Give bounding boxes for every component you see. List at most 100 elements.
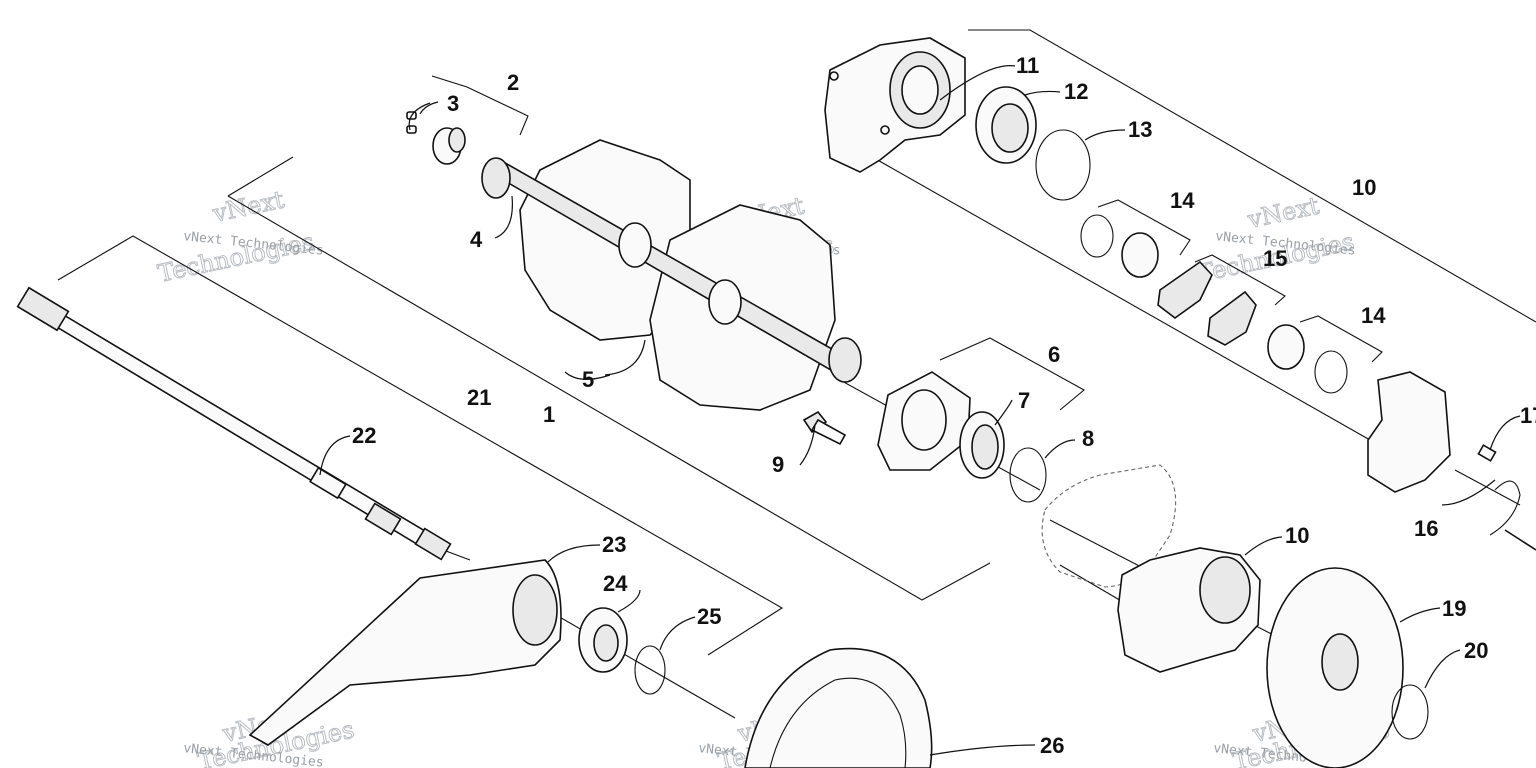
callout-24: 24 bbox=[603, 571, 628, 596]
spline-end-right bbox=[414, 527, 452, 561]
leader-24 bbox=[617, 589, 641, 613]
sprocket-left bbox=[519, 139, 691, 341]
housing-bore-inner bbox=[901, 65, 939, 115]
bracket-14-left bbox=[1097, 199, 1191, 256]
callout-19: 19 bbox=[1442, 596, 1466, 621]
drive-sprocket-5 bbox=[481, 139, 862, 411]
leader-19 bbox=[1399, 607, 1441, 623]
callout-2: 2 bbox=[507, 70, 519, 95]
callout-23: 23 bbox=[602, 532, 626, 557]
bearing-24 bbox=[578, 607, 628, 673]
disc-hub bbox=[1321, 633, 1359, 691]
bearing-housing-10-upper bbox=[824, 37, 966, 173]
bracket-21 bbox=[57, 235, 784, 656]
bracket-14-right bbox=[1299, 315, 1383, 363]
leader-3b bbox=[408, 102, 431, 131]
watermark-top-right: vNext Technologies vNext Technologies bbox=[1195, 191, 1357, 288]
callout-17: 17 bbox=[1520, 403, 1536, 428]
bolt-hole bbox=[829, 71, 839, 81]
wheel-26 bbox=[744, 647, 933, 768]
bracket-15 bbox=[1194, 254, 1286, 306]
leader-22 bbox=[319, 435, 351, 476]
callout-25: 25 bbox=[697, 604, 721, 629]
leader-9 bbox=[799, 424, 816, 466]
spline-mid bbox=[364, 502, 402, 536]
callout-20: 20 bbox=[1464, 638, 1488, 663]
leader-13 bbox=[1084, 129, 1126, 141]
bolt-hole bbox=[880, 125, 890, 135]
seal-inner bbox=[971, 424, 999, 470]
bushing bbox=[1121, 232, 1159, 278]
leader-7 bbox=[994, 399, 1013, 426]
leader-10-lower bbox=[1244, 536, 1283, 556]
callout-labels: 1 2 3 4 5 6 7 8 9 10 10 11 12 13 14 15 1… bbox=[352, 53, 1536, 758]
cap-flange bbox=[448, 127, 466, 153]
callout-5: 5 bbox=[582, 367, 594, 392]
plate-bore bbox=[901, 389, 947, 451]
leader-8 bbox=[1044, 439, 1076, 459]
leader-17 bbox=[1489, 415, 1521, 451]
leader-16 bbox=[1441, 479, 1496, 506]
arm-body bbox=[248, 559, 562, 746]
axle-spline-right bbox=[828, 337, 862, 383]
swing-arm-23 bbox=[248, 559, 562, 746]
bracket-10-top bbox=[968, 29, 1536, 323]
callout-7: 7 bbox=[1018, 388, 1030, 413]
spline-end-left bbox=[16, 286, 70, 332]
caliper-body bbox=[1367, 371, 1451, 493]
bracket-2 bbox=[431, 75, 529, 136]
retaining-ring-8 bbox=[1009, 447, 1047, 503]
leader-lines bbox=[319, 65, 1521, 756]
assembly-bracket-lines bbox=[57, 29, 1536, 656]
callout-13: 13 bbox=[1128, 117, 1152, 142]
axle-spline-left bbox=[481, 157, 511, 199]
driveshaft-22 bbox=[16, 286, 452, 561]
leader-11 bbox=[939, 65, 1016, 101]
ring bbox=[1314, 350, 1348, 394]
wheel-inner bbox=[769, 677, 907, 768]
callout-9: 9 bbox=[772, 452, 784, 477]
brake-caliper-upper bbox=[1367, 371, 1536, 551]
callout-6: 6 bbox=[1048, 342, 1060, 367]
bolt-9 bbox=[802, 410, 847, 446]
pad-a bbox=[1157, 260, 1213, 319]
leader-20 bbox=[1424, 649, 1461, 689]
snap-ring-13 bbox=[1035, 129, 1091, 201]
brake-pads-15 bbox=[1157, 260, 1257, 346]
leader-23 bbox=[547, 544, 601, 563]
fitting-17 bbox=[1477, 444, 1497, 462]
bearing-inner bbox=[593, 624, 619, 662]
callout-12: 12 bbox=[1064, 79, 1088, 104]
brake-disc-19 bbox=[1266, 567, 1404, 768]
watermark-outline-vnext: vNext bbox=[209, 185, 287, 228]
callout-21: 21 bbox=[467, 385, 491, 410]
brake-caliper-lower-10 bbox=[1117, 547, 1261, 673]
pin bbox=[406, 125, 417, 134]
bracket-1-diagonal bbox=[227, 195, 991, 601]
leader-3 bbox=[419, 101, 439, 115]
bolt-right-edge bbox=[1504, 529, 1536, 551]
callout-14-left: 14 bbox=[1170, 188, 1195, 213]
hub-ring-right bbox=[708, 279, 742, 325]
callout-8: 8 bbox=[1082, 426, 1094, 451]
bushing-14-right bbox=[1267, 324, 1348, 394]
callout-22: 22 bbox=[352, 423, 376, 448]
axis-upper bbox=[859, 149, 1371, 441]
retainer-clip-16 bbox=[1489, 480, 1521, 536]
watermark-top-left: vNext Technologies vNext Technologies bbox=[155, 185, 324, 288]
leader-12 bbox=[1024, 90, 1061, 96]
seal-7 bbox=[959, 411, 1005, 479]
callout-11: 11 bbox=[1016, 53, 1039, 78]
leader-26 bbox=[929, 744, 1036, 756]
watermark-outline-vnext: vNext bbox=[1244, 191, 1322, 234]
circlip-20 bbox=[1391, 684, 1429, 740]
callout-15: 15 bbox=[1263, 246, 1287, 271]
caliper-pin bbox=[1454, 469, 1521, 506]
end-cap-2 bbox=[432, 127, 466, 165]
bolt-head bbox=[802, 410, 828, 434]
leader-4 bbox=[494, 195, 513, 239]
callout-10-upper: 10 bbox=[1352, 175, 1376, 200]
bushing-14-left bbox=[1080, 214, 1159, 278]
caliper-bore bbox=[1199, 556, 1251, 624]
leader-5b bbox=[564, 371, 611, 380]
